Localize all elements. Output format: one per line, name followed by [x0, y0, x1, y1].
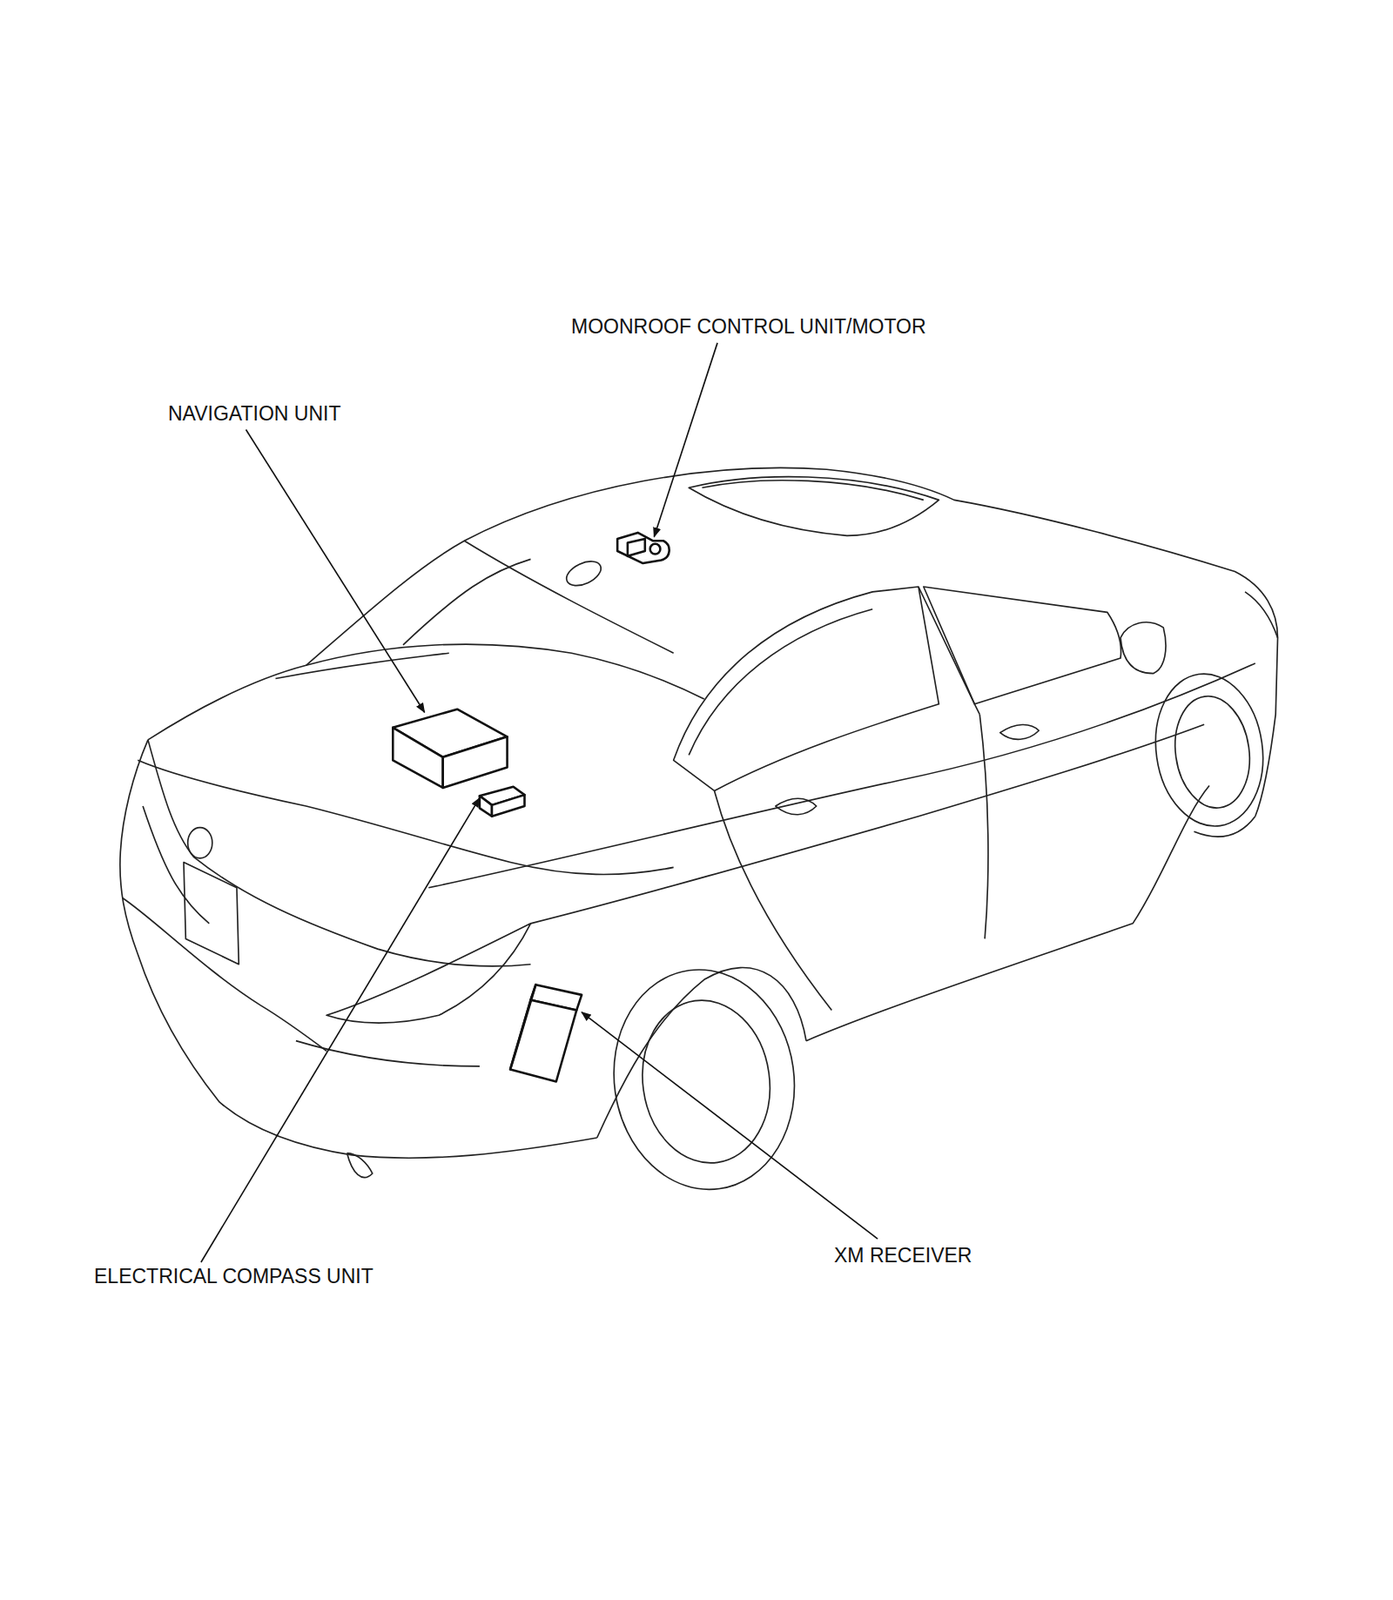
drawing-stroke	[1120, 622, 1166, 674]
drawing-stroke	[491, 794, 525, 817]
drawing-stroke	[392, 727, 443, 788]
drawing-stroke	[120, 740, 598, 1158]
drawing-stroke	[296, 1041, 480, 1067]
car-body	[120, 467, 1279, 1201]
part-label: MOONROOF CONTROL UNIT/MOTOR	[569, 315, 929, 338]
drawing-stroke	[148, 467, 1279, 816]
drawing-stroke	[137, 760, 673, 875]
drawing-stroke	[183, 862, 239, 965]
drawing-stroke	[1193, 816, 1255, 837]
leader-lines	[201, 343, 878, 1263]
drawing-stroke	[479, 795, 492, 816]
drawing-stroke	[510, 1000, 577, 1083]
drawing-stroke	[653, 343, 718, 538]
drawing-stroke	[142, 806, 209, 924]
drawing-stroke	[275, 652, 449, 679]
drawing-stroke	[201, 798, 480, 1263]
drawing-stroke	[597, 968, 807, 1138]
drawing-stroke	[443, 736, 508, 788]
drawing-stroke	[581, 1012, 878, 1239]
drawing-stroke	[531, 724, 1205, 924]
part-label: ELECTRICAL COMPASS UNIT	[92, 1265, 376, 1288]
drawing-stroke	[688, 477, 939, 537]
drawing-stroke	[1000, 725, 1040, 741]
drawing-stroke	[326, 923, 531, 1023]
drawing-stroke	[688, 609, 873, 756]
drawing-stroke	[347, 1153, 373, 1178]
drawing-stroke	[245, 430, 424, 714]
drawing-stroke	[428, 663, 1255, 889]
drawing-stroke	[632, 992, 781, 1172]
part-label: XM RECEIVER	[832, 1244, 974, 1267]
drawing-stroke	[923, 586, 1122, 705]
drawing-stroke	[1168, 691, 1258, 813]
drawing-stroke	[510, 984, 536, 1070]
drawing-stroke	[701, 480, 923, 501]
drawing-stroke	[188, 827, 213, 859]
drawing-stroke	[650, 544, 661, 555]
drawing-stroke	[627, 538, 646, 557]
drawing-stroke	[1244, 592, 1279, 639]
drawing-stroke	[562, 556, 605, 591]
drawing-stroke	[306, 644, 705, 700]
drawing-stroke	[403, 558, 532, 645]
drawing-stroke	[979, 714, 989, 940]
part-label: NAVIGATION UNIT	[166, 402, 344, 425]
drawing-stroke	[806, 786, 1210, 1042]
drawing-stroke	[617, 532, 670, 564]
drawing-stroke	[673, 586, 940, 791]
drawing-stroke	[775, 798, 817, 815]
drawing-stroke	[1145, 666, 1272, 834]
drawing-stroke	[122, 898, 327, 1052]
drawing-stroke	[599, 957, 809, 1201]
component-boxes	[392, 532, 669, 1083]
drawing-stroke	[918, 586, 980, 715]
